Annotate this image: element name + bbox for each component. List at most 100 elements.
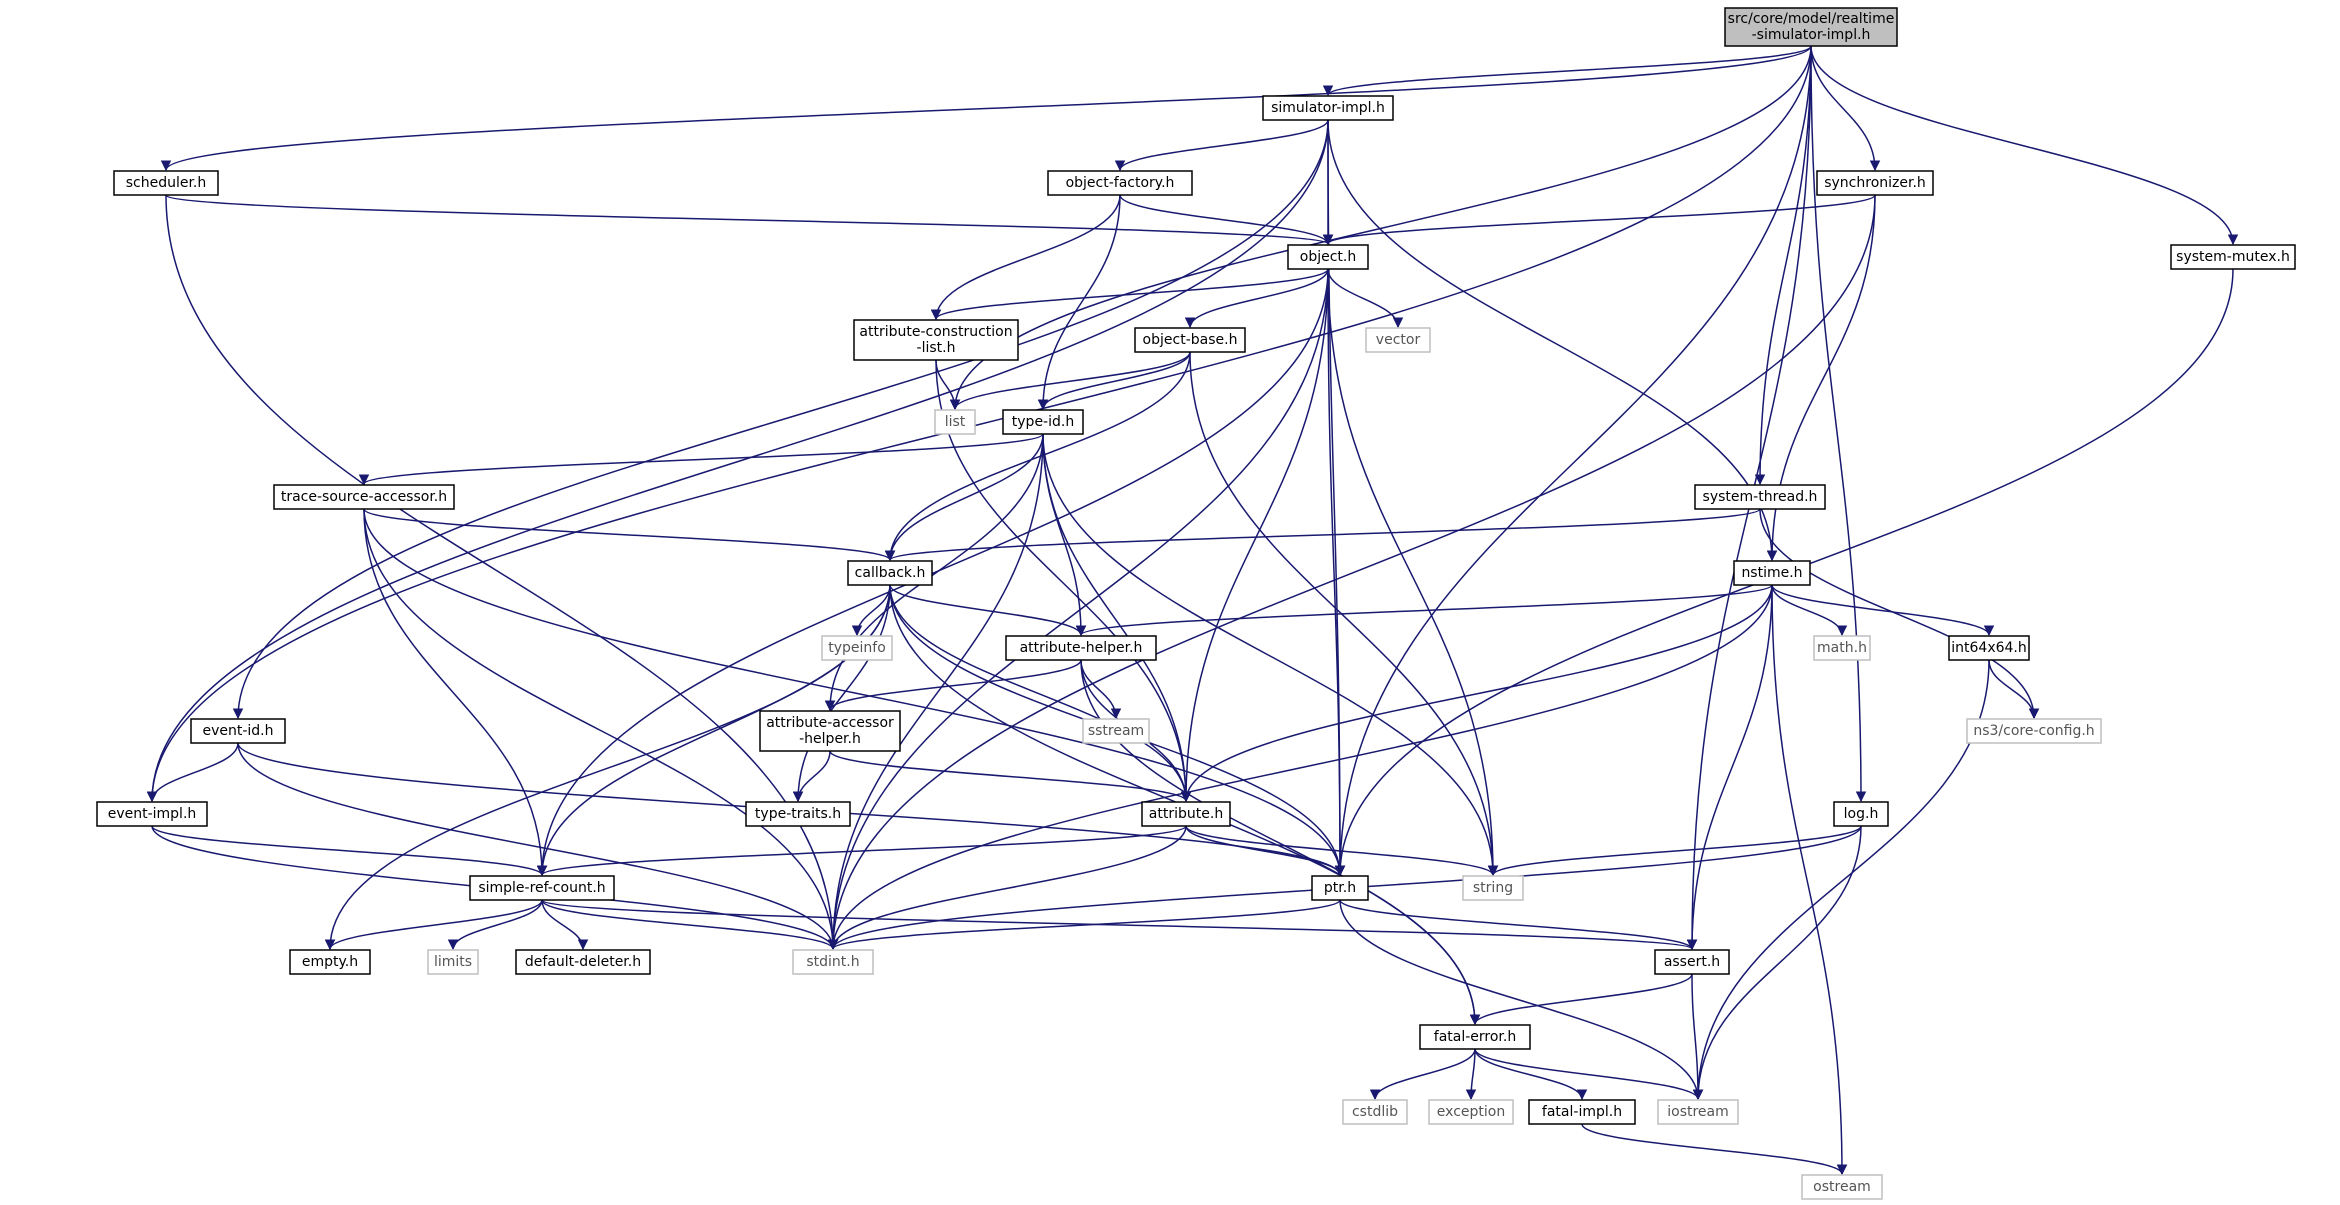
edge-log-to-string [1487,825,1862,877]
node-object-factory[interactable]: object-factory.h [1047,170,1193,196]
node-label: simulator-impl.h [1271,100,1385,116]
edge-nstime-to-math [1771,584,1848,637]
edge-simple_ref-to-default_deleter [541,899,589,951]
node-system-mutex[interactable]: system-mutex.h [2170,244,2296,270]
node-label: ptr.h [1324,880,1356,896]
node-box [821,635,893,661]
edge-attr_accessor-to-type_traits [792,750,831,803]
node-empty[interactable]: empty.h [289,949,371,975]
node-box [745,801,851,827]
edge-ptr-to-stdint [827,899,1341,951]
node-label: system-thread.h [1703,489,1818,505]
edge-simple_ref-to-stdint [541,899,839,951]
node-default-deleter[interactable]: default-deleter.h [515,949,651,975]
edge-object-to-vector [1327,268,1404,329]
node-ptr[interactable]: ptr.h [1311,875,1369,901]
node-nstime[interactable]: nstime.h [1733,560,1811,586]
edge-ptr-to-iostream [1339,899,1704,1101]
edge-object-to-attr_construction [930,268,1329,321]
node-stdint: stdint.h [792,949,874,975]
node-fatal-error[interactable]: fatal-error.h [1419,1024,1531,1050]
node-box [96,801,208,827]
node-root[interactable]: src/core/model/realtime-simulator-impl.h [1724,7,1898,47]
node-cstdlib: cstdlib [1342,1099,1408,1125]
edge-trace_source-to-simple_ref [363,508,548,877]
edge-object-to-attribute [1180,268,1329,803]
node-box [1816,170,1934,196]
node-attr-construction[interactable]: attribute-construction-list.h [853,319,1019,361]
node-label: default-deleter.h [525,954,641,970]
edge-root-to-scheduler [161,45,1812,172]
edge-simulator_impl-to-nstime [1327,119,1778,562]
node-box [1462,875,1524,901]
node-callback[interactable]: callback.h [847,560,933,586]
node-event-impl[interactable]: event-impl.h [96,801,208,827]
node-event-id[interactable]: event-id.h [190,718,286,744]
node-label: object-base.h [1143,332,1238,348]
node-label: attribute-construction [859,324,1012,340]
node-label: type-traits.h [755,806,841,822]
node-attr-accessor[interactable]: attribute-accessor-helper.h [759,710,901,752]
edge-event_impl-to-simple_ref [151,825,548,877]
node-box [1047,170,1193,196]
edge-attr_helper-to-sstream [1080,659,1122,720]
edge-nstime-to-ostream [1771,584,1848,1176]
edge-simulator_impl-to-event_id [232,119,1329,720]
node-box [427,949,479,975]
edge-assert-to-iostream [1691,973,1704,1101]
node-synchronizer[interactable]: synchronizer.h [1816,170,1934,196]
node-type-traits[interactable]: type-traits.h [745,801,851,827]
node-type-id[interactable]: type-id.h [1002,409,1084,435]
node-label: object-factory.h [1066,175,1175,191]
node-box [2170,244,2296,270]
node-label: assert.h [1664,954,1720,970]
edge-system_thread-to-core_config [1759,508,2040,720]
node-box [1654,949,1730,975]
edge-root-to-log [1810,45,1867,803]
node-label: fatal-impl.h [1542,1104,1622,1120]
edge-root-to-event_impl [146,45,1812,803]
node-label: attribute.h [1149,806,1223,822]
node-simple-ref[interactable]: simple-ref-count.h [469,875,615,901]
edge-nstime-to-attribute [1180,584,1773,803]
node-label: synchronizer.h [1824,175,1926,191]
edge-nstime-to-attr_helper [1076,584,1773,637]
node-label: -list.h [917,340,956,356]
node-math: math.h [1813,635,1871,661]
node-int64x64[interactable]: int64x64.h [1948,635,2030,661]
node-label: math.h [1817,640,1867,656]
node-label: system-mutex.h [2176,249,2290,265]
node-label: sstream [1088,723,1144,739]
node-box [853,319,1019,361]
node-label: trace-source-accessor.h [281,489,447,505]
node-trace-source[interactable]: trace-source-accessor.h [273,484,455,510]
node-box [469,875,615,901]
node-box [1311,875,1369,901]
node-box [1287,244,1369,270]
node-label: nstime.h [1741,565,1802,581]
edge-object-to-string [1327,268,1499,877]
node-box [1365,327,1431,353]
node-simulator-impl[interactable]: simulator-impl.h [1262,95,1394,121]
node-object-base[interactable]: object-base.h [1134,327,1246,353]
edge-assert-to-fatal_error [1469,973,1693,1026]
node-scheduler[interactable]: scheduler.h [113,170,219,196]
node-box [273,484,455,510]
edge-attribute-to-stdint [827,825,1187,951]
node-box [1419,1024,1531,1050]
edge-root-to-system_thread [1754,45,1812,486]
node-log[interactable]: log.h [1833,801,1889,827]
node-label: log.h [1844,806,1879,822]
node-attr-helper[interactable]: attribute-helper.h [1005,635,1157,661]
node-assert[interactable]: assert.h [1654,949,1730,975]
edge-attribute-to-string [1185,825,1499,877]
node-object[interactable]: object.h [1287,244,1369,270]
node-attribute[interactable]: attribute.h [1141,801,1231,827]
node-label: ostream [1813,1179,1871,1195]
node-vector: vector [1365,327,1431,353]
node-system-thread[interactable]: system-thread.h [1694,484,1826,510]
node-label: cstdlib [1352,1104,1398,1120]
edge-type_id-to-attr_helper [1042,433,1087,637]
edge-int64x64-to-core_config [1988,659,2040,720]
node-fatal-impl[interactable]: fatal-impl.h [1528,1099,1636,1125]
